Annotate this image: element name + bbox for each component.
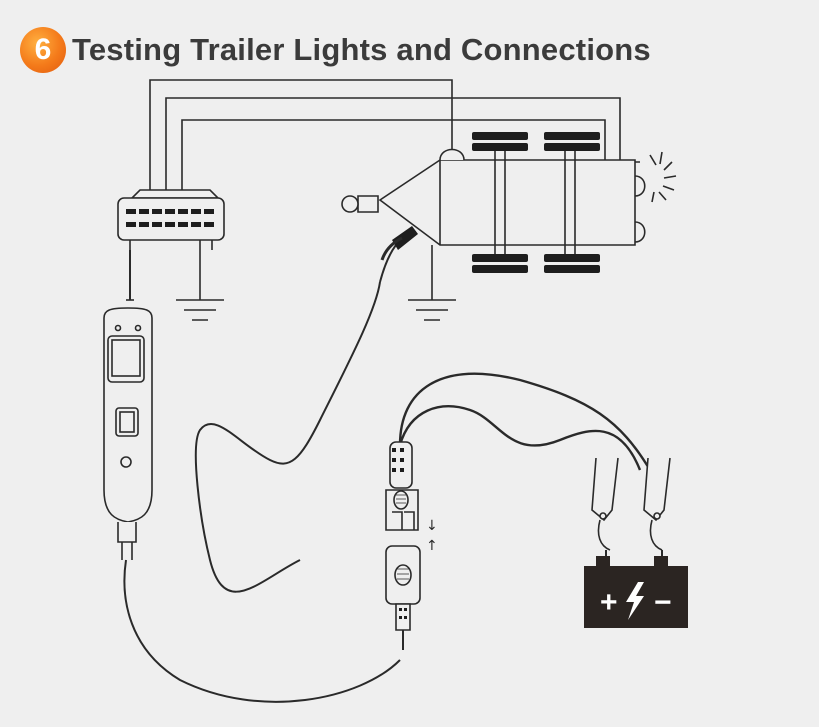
arrow-up-icon: ↑ — [426, 538, 438, 554]
connect-arrows: ↓ ↑ — [426, 518, 438, 554]
ground-symbol-left — [176, 240, 224, 321]
lightning-icon — [626, 582, 644, 620]
battery-connector-female — [385, 545, 421, 650]
header: 6 Testing Trailer Lights and Connections — [20, 22, 651, 78]
arrow-down-icon: ↓ — [426, 518, 438, 534]
vehicle-connector — [117, 189, 225, 250]
step-badge: 6 — [20, 27, 66, 73]
page-title: Testing Trailer Lights and Connections — [72, 32, 651, 67]
battery-plus-label: + — [600, 586, 618, 619]
battery-connector-male — [385, 441, 419, 531]
power-probe-tester — [103, 250, 401, 703]
battery-cables — [398, 372, 652, 471]
ground-symbol-right — [408, 245, 456, 321]
battery-minus-label: − — [654, 586, 672, 619]
probe-clip — [194, 226, 418, 593]
battery: + − — [584, 556, 688, 628]
lit-tail-light — [649, 151, 677, 203]
battery-clamps — [591, 457, 671, 562]
trailer — [341, 132, 677, 273]
